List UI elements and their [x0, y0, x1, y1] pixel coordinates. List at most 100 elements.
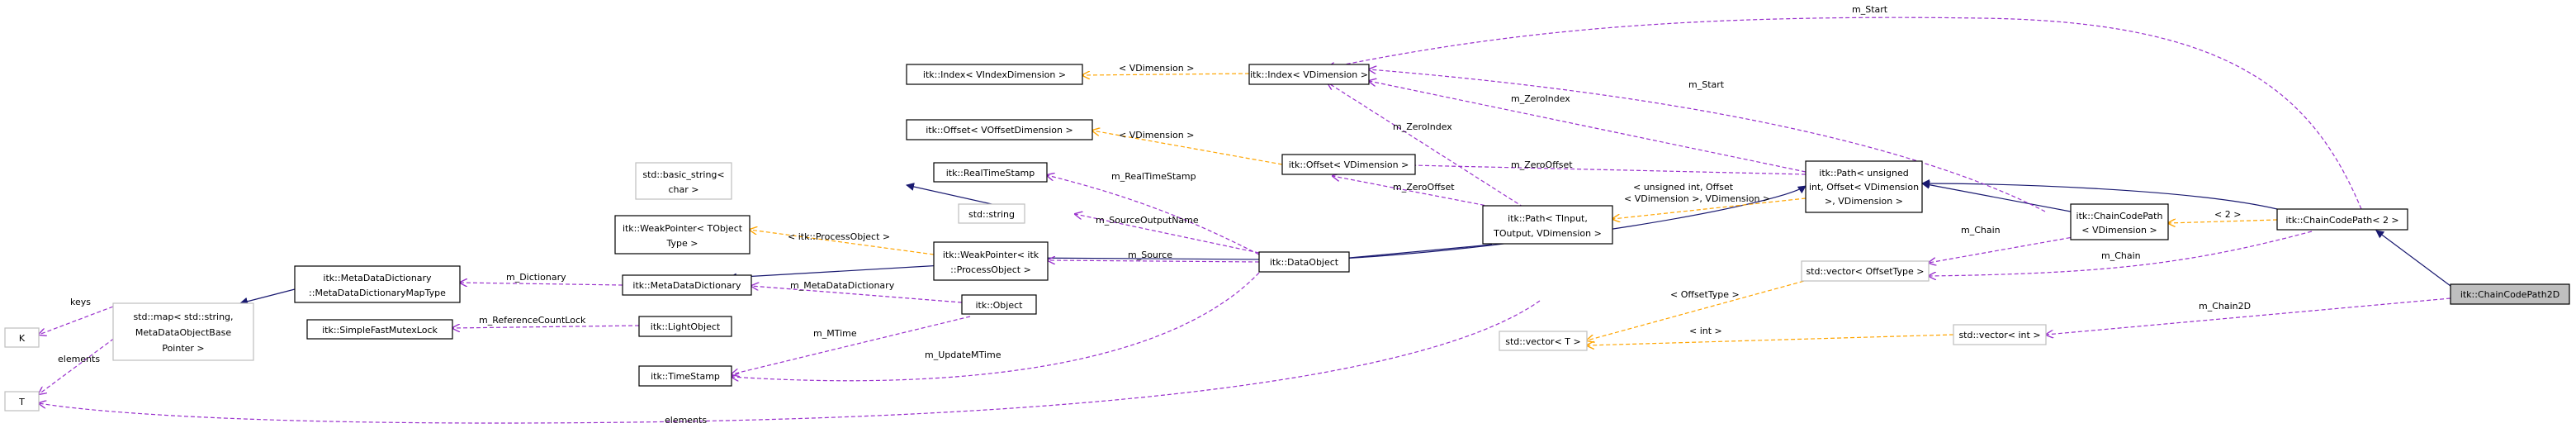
node-index-vindexdimension[interactable]: itk::Index< VIndexDimension >: [906, 64, 1083, 85]
edge-m-updatemtime: [732, 272, 1260, 381]
node-path-tinput[interactable]: itk::Path< TInput, TOutput, VDimension >: [1482, 205, 1613, 245]
edge-m-sourceoutputname: [1075, 214, 1260, 254]
node-std-vector-t[interactable]: std::vector< T >: [1499, 331, 1588, 351]
node-data-object-label: itk::DataObject: [1270, 257, 1339, 268]
node-basic-string-label-1: std::basic_string<: [642, 169, 724, 180]
node-time-stamp-label: itk::TimeStamp: [651, 371, 720, 382]
edge-two: [2168, 220, 2278, 223]
edge-vdimension-offset: [1092, 131, 1283, 165]
node-std-vector-int-label: std::vector< int >: [1958, 330, 2040, 340]
label-m-chain-b: m_Chain: [2101, 250, 2141, 261]
node-index-vdimension-label: itk::Index< VDimension >: [1250, 69, 1368, 80]
edge-m-realtimestamp: [1047, 175, 1260, 255]
edge-chaincodepath-2-to-chaincodepath2d: [2375, 230, 2451, 287]
edge-vdimension-index: [1082, 74, 1250, 75]
node-path-tinput-label-1: itk::Path< TInput,: [1508, 213, 1588, 224]
node-index-vindexdimension-label: itk::Index< VIndexDimension >: [923, 69, 1066, 80]
edges-layer: [39, 17, 2451, 424]
label-m-mtime: m_MTime: [813, 328, 857, 339]
node-object[interactable]: itk::Object: [961, 294, 1037, 315]
edge-m-chain-a: [1929, 232, 2097, 263]
edge-m-metadatadictionary: [751, 286, 963, 303]
node-time-stamp[interactable]: itk::TimeStamp: [638, 365, 732, 387]
node-meta-data-dictionary[interactable]: itk::MetaDataDictionary: [622, 274, 752, 296]
label-m-zeroindex-b: m_ZeroIndex: [1511, 93, 1570, 104]
label-m-zerooffset-a: m_ZeroOffset: [1393, 182, 1455, 193]
node-path-unsigned-label-1: itk::Path< unsigned: [1819, 168, 1908, 178]
node-real-time-stamp[interactable]: itk::RealTimeStamp: [933, 162, 1048, 183]
label-elements-vector: elements: [665, 415, 707, 426]
edge-path-tinput-to-path-unsigned: [1340, 185, 1807, 259]
node-meta-data-dictionary-label: itk::MetaDataDictionary: [632, 280, 741, 291]
node-std-map-label-2: MetaDataObjectBase: [135, 327, 231, 338]
label-m-zerooffset-b: m_ZeroOffset: [1511, 159, 1573, 170]
edge-mdd-maptype-to-std-map: [239, 288, 299, 306]
node-chaincodepath-2[interactable]: itk::ChainCodePath< 2 >: [2276, 208, 2408, 231]
node-weak-pointer-processobject-label-1: itk::WeakPointer< itk: [943, 250, 1039, 260]
node-offset-voffsetdimension[interactable]: itk::Offset< VOffsetDimension >: [906, 119, 1093, 140]
node-data-object[interactable]: itk::DataObject: [1258, 251, 1350, 273]
node-t-label: T: [18, 397, 25, 407]
node-std-map-label-3: Pointer >: [162, 343, 204, 354]
label-path-template-line2: < VDimension >, VDimension >: [1624, 193, 1770, 204]
edge-m-reference-count-lock: [452, 326, 640, 328]
node-std-map[interactable]: std::map< std::string, MetaDataObjectBas…: [112, 302, 254, 361]
node-offset-vdimension[interactable]: itk::Offset< VDimension >: [1281, 154, 1416, 175]
edge-m-source: [1048, 260, 1260, 262]
label-itk-processobject: < itk::ProcessObject >: [788, 231, 890, 242]
label-keys: keys: [70, 297, 91, 307]
node-weak-pointer-tobject[interactable]: itk::WeakPointer< TObject Type >: [614, 215, 751, 255]
label-m-realtimestamp: m_RealTimeStamp: [1111, 171, 1196, 182]
node-index-vdimension[interactable]: itk::Index< VDimension >: [1248, 64, 1370, 85]
node-std-vector-int[interactable]: std::vector< int >: [1953, 324, 2047, 345]
node-weak-pointer-processobject[interactable]: itk::WeakPointer< itk ::ProcessObject >: [933, 241, 1049, 281]
node-path-tinput-label-2: TOutput, VDimension >: [1493, 228, 1602, 239]
node-std-vector-offsettype[interactable]: std::vector< OffsetType >: [1801, 260, 1930, 282]
edge-m-start-b: [1328, 17, 2362, 210]
node-k[interactable]: K: [4, 327, 40, 348]
label-vdimension-index: < VDimension >: [1119, 63, 1194, 74]
edge-m-zeroindex-b: [1369, 81, 1807, 173]
edge-m-dictionary: [460, 283, 623, 285]
node-light-object[interactable]: itk::LightObject: [638, 316, 732, 337]
edge-m-start-a: [1369, 69, 2046, 212]
label-vdimension-offset: < VDimension >: [1119, 130, 1194, 140]
node-chaincodepath2d-label: itk::ChainCodePath2D: [2460, 289, 2559, 300]
edge-m-mtime: [732, 316, 971, 374]
node-simple-fast-mutex-lock-label: itk::SimpleFastMutexLock: [322, 325, 438, 335]
node-mdd-maptype-label-1: itk::MetaDataDictionary: [323, 273, 432, 283]
edge-itk-processobject: [750, 230, 935, 255]
node-t[interactable]: T: [4, 391, 40, 412]
label-offsettype: < OffsetType >: [1670, 289, 1740, 300]
label-m-chain-a: m_Chain: [1961, 225, 2001, 236]
edge-m-zeroindex-a: [1328, 83, 1530, 212]
edge-light-object-to-object: [728, 263, 973, 282]
node-chaincodepath2d[interactable]: itk::ChainCodePath2D: [2450, 283, 2570, 305]
node-basic-string[interactable]: std::basic_string< char >: [635, 162, 732, 200]
label-m-start-b: m_Start: [1852, 4, 1888, 15]
edge-m-chain-b: [1929, 231, 2313, 276]
edge-m-chain2d: [2046, 297, 2451, 335]
label-int: < int >: [1689, 326, 1722, 336]
edge-offsettype: [1587, 277, 1817, 340]
node-simple-fast-mutex-lock[interactable]: itk::SimpleFastMutexLock: [306, 319, 453, 340]
edge-object-to-data-object: [1017, 254, 1270, 263]
node-mdd-maptype-label-2: ::MetaDataDictionaryMapType: [309, 288, 446, 298]
node-std-string-label: std::string: [968, 209, 1015, 220]
edge-m-zerooffset-b: [1376, 164, 1807, 175]
node-weak-pointer-processobject-label-2: ::ProcessObject >: [950, 264, 1031, 275]
node-basic-string-label-2: char >: [669, 184, 699, 195]
node-object-label: itk::Object: [976, 300, 1024, 311]
node-path-unsigned-label-2: int, Offset< VDimension: [1809, 182, 1919, 193]
node-chaincodepath-vdimension[interactable]: itk::ChainCodePath < VDimension >: [2070, 203, 2169, 240]
label-m-source: m_Source: [1128, 250, 1172, 260]
edge-path-unsigned-to-chaincodepath-vdim: [1921, 180, 2072, 212]
node-path-unsigned[interactable]: itk::Path< unsigned int, Offset< VDimens…: [1805, 160, 1923, 213]
node-offset-voffsetdimension-label: itk::Offset< VOffsetDimension >: [926, 125, 1073, 136]
node-light-object-label: itk::LightObject: [651, 321, 721, 332]
edge-path-unsigned-to-chaincodepath-2: [1921, 179, 2278, 210]
node-k-label: K: [19, 333, 26, 344]
node-mdd-maptype[interactable]: itk::MetaDataDictionary ::MetaDataDictio…: [294, 265, 461, 303]
node-std-string[interactable]: std::string: [958, 203, 1025, 224]
